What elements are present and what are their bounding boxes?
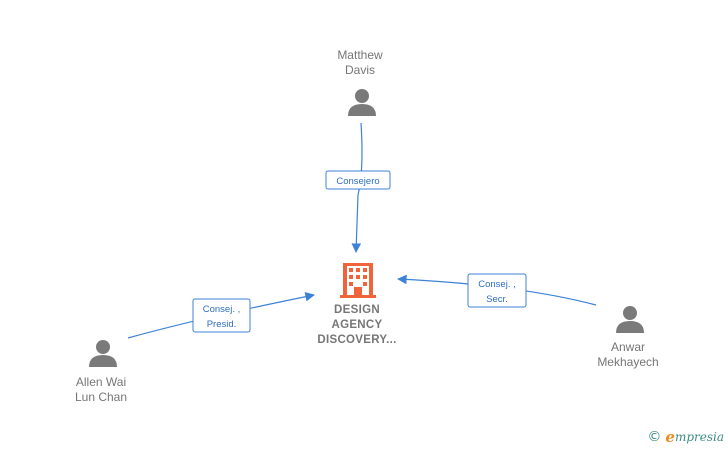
copyright-icon: © [647,429,662,445]
person-name-allen-2: Lun Chan [75,390,127,404]
role-text-anwar-2: Secr. [486,294,508,305]
building-icon [340,263,376,298]
role-label-allen[interactable]: Consej. , Presid. [192,298,251,333]
company-name-line-1: DESIGN [334,304,380,316]
person-name-matthew-1: Matthew [337,48,383,62]
role-text-allen-2: Presid. [207,319,237,330]
person-icon [348,89,376,116]
company-node[interactable]: DESIGN AGENCY DISCOVERY... [317,263,396,346]
person-name-allen-1: Allen Wai [76,375,126,389]
role-text-anwar-1: Consej. , [478,279,516,290]
person-node-matthew[interactable]: Matthew Davis [337,48,383,116]
person-icon [616,306,644,333]
company-name-line-3: DISCOVERY... [317,334,396,346]
edge-matthew-to-company [351,122,363,253]
empresia-watermark: © e mpresia [647,428,724,446]
person-node-anwar[interactable]: Anwar Mekhayech [597,306,659,369]
person-name-matthew-2: Davis [345,63,375,77]
brand-logo-text: mpresia [674,430,724,444]
role-text-matthew-1: Consejero [336,176,379,187]
brand-logo-initial: e [665,428,675,446]
person-name-anwar-1: Anwar [611,340,645,354]
role-label-matthew[interactable]: Consejero [325,170,391,190]
role-label-anwar[interactable]: Consej. , Secr. [467,273,527,308]
person-node-allen[interactable]: Allen Wai Lun Chan [75,340,127,404]
person-icon [89,340,117,367]
company-name-line-2: AGENCY [331,319,382,331]
role-text-allen-1: Consej. , [203,304,241,315]
person-name-anwar-2: Mekhayech [597,355,658,369]
